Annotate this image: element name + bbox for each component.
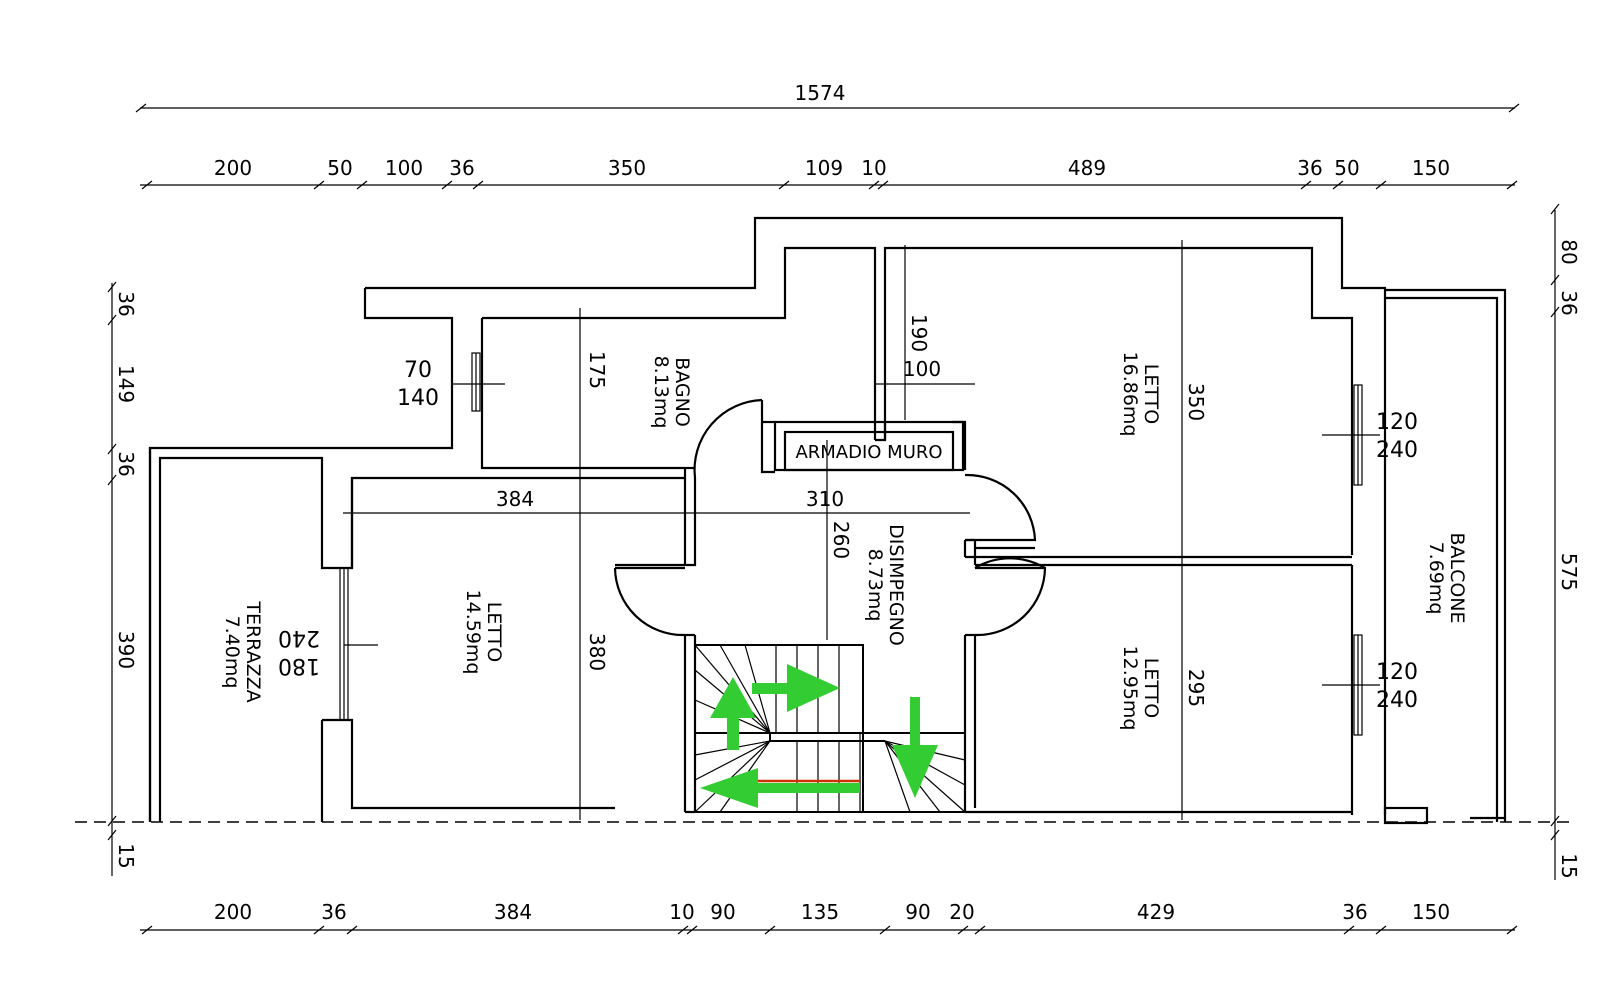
room-letto3-area: 12.95mq (1119, 646, 1141, 731)
dim-left-4: 15 (114, 843, 138, 868)
dim-left-1: 149 (114, 365, 138, 403)
dim-right-0: 80 (1557, 239, 1581, 264)
dim-armadio-width: 100 (903, 357, 941, 381)
staircase (694, 644, 966, 813)
dim-bottom-3: 10 (669, 900, 694, 924)
dim-right-3: 15 (1557, 853, 1581, 878)
dim-bottom-1: 36 (321, 900, 346, 924)
arrow-down-icon (892, 697, 938, 798)
room-bagno-area: 8.13mq (650, 356, 672, 429)
dim-left-0: 36 (114, 291, 138, 316)
dim-bottom-0: 200 (214, 900, 252, 924)
room-disimpegno-name: DISIMPEGNO (885, 524, 907, 646)
window-terrazza-height: 240 (278, 625, 320, 650)
dim-top-10: 150 (1412, 156, 1450, 180)
window-letto3-width: 120 (1376, 660, 1418, 685)
dim-letto2-width: 384 (496, 487, 534, 511)
arrow-right-icon (752, 664, 840, 712)
dim-bottom-10: 150 (1412, 900, 1450, 924)
room-bagno-name: BAGNO (671, 357, 693, 427)
dim-bottom-5: 135 (801, 900, 839, 924)
dim-top-1: 50 (327, 156, 352, 180)
dim-top-6: 10 (861, 156, 886, 180)
room-balcone-name: BALCONE (1446, 532, 1468, 623)
room-balcone-area: 7.69mq (1425, 542, 1447, 615)
arrow-left-icon (700, 768, 860, 808)
arrow-up-icon (710, 677, 756, 750)
room-letto2-area: 14.59mq (462, 590, 484, 675)
window-bagno-width: 70 (404, 358, 432, 383)
window-letto1-height: 240 (1376, 438, 1418, 463)
internal-dimension-lines (343, 240, 1380, 820)
dim-bottom-6: 90 (905, 900, 930, 924)
room-terrazza-area: 7.40mq (221, 616, 243, 689)
room-letto2-name: LETTO (483, 602, 505, 662)
dim-disimpegno-depth: 260 (829, 521, 853, 559)
armadio-muro-label: ARMADIO MURO (795, 442, 942, 463)
dim-letto3-depth: 295 (1184, 669, 1208, 707)
dimension-lines (75, 103, 1575, 935)
dim-top-8: 36 (1297, 156, 1322, 180)
dim-bottom-4: 90 (710, 900, 735, 924)
direction-arrows (700, 664, 938, 808)
dim-top-3: 36 (449, 156, 474, 180)
dim-top-0: 200 (214, 156, 252, 180)
window-letto3-height: 240 (1376, 688, 1418, 713)
top-ticks (141, 180, 1518, 190)
dim-overall: 1574 (795, 81, 846, 105)
dim-letto2-depth: 380 (585, 633, 609, 671)
dim-top-2: 100 (385, 156, 423, 180)
dim-top-9: 50 (1334, 156, 1359, 180)
dim-armadio-depth: 190 (907, 314, 931, 352)
room-letto1-area: 16.86mq (1119, 352, 1141, 437)
dim-bottom-8: 429 (1137, 900, 1175, 924)
dim-bagno-depth: 175 (585, 351, 609, 389)
window-letto1-width: 120 (1376, 410, 1418, 435)
room-letto1-name: LETTO (1140, 364, 1162, 424)
dim-bottom-2: 384 (494, 900, 532, 924)
dim-top-4: 350 (608, 156, 646, 180)
bottom-ticks (141, 925, 1518, 935)
dim-left-3: 390 (114, 631, 138, 669)
dimension-labels: 1574 200 50 100 36 350 109 10 489 36 50 … (114, 81, 1581, 924)
window-bagno-height: 140 (397, 386, 439, 411)
dim-left-2: 36 (114, 451, 138, 476)
dim-bottom-9: 36 (1342, 900, 1367, 924)
dim-bottom-7: 20 (949, 900, 974, 924)
walls (148, 216, 1507, 825)
dim-right-2: 575 (1557, 553, 1581, 591)
room-letto3-name: LETTO (1140, 658, 1162, 718)
dim-right-1: 36 (1557, 290, 1581, 315)
room-labels: BAGNO 8.13mq LETTO 16.86mq LETTO 14.59mq… (221, 352, 1468, 731)
dim-top-7: 489 (1068, 156, 1106, 180)
internal-dimension-labels: 175 190 100 350 384 310 260 380 295 70 1… (278, 314, 1418, 713)
room-disimpegno-area: 8.73mq (864, 549, 886, 622)
window-terrazza-width: 180 (278, 653, 320, 678)
dim-letto1-depth: 350 (1184, 383, 1208, 421)
room-terrazza-name: TERRAZZA (242, 600, 264, 702)
dim-disimpegno-width: 310 (806, 487, 844, 511)
dim-top-5: 109 (805, 156, 843, 180)
